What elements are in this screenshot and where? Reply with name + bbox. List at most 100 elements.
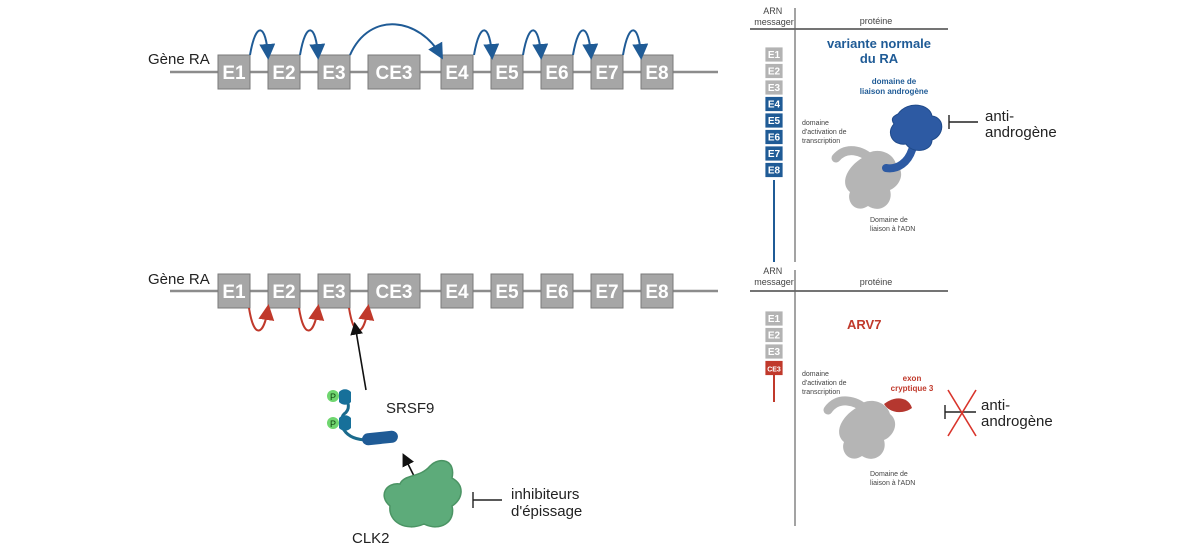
exon-label: E3 [322, 282, 345, 303]
exon-label: E6 [545, 282, 568, 303]
mrna-exon-label: E2 [768, 331, 781, 342]
top-mrna-exon-e7: E7 [764, 145, 784, 162]
top-exon-ce3: CE3 [367, 54, 421, 90]
exon-box [490, 54, 524, 90]
exon-label: E1 [222, 282, 246, 303]
srsf9-clk2-pathway: P P SRSF9 CLK2 inhibiteurs d'épissage [327, 321, 582, 547]
bottom-exon-e4: E4 [440, 273, 474, 309]
mrna-exon-label: E3 [768, 347, 781, 358]
top-mrna-exon-e8: E8 [764, 162, 784, 178]
top-mrna-exon-e2: E2 [764, 63, 784, 79]
top-exon-e4: E4 [440, 54, 474, 90]
exon-label: E7 [595, 63, 618, 84]
phospho-group: P [327, 417, 339, 429]
exon-box [440, 54, 474, 90]
cryptic-exon-2: cryptique 3 [891, 384, 934, 393]
bottom-splice-arrow [248, 304, 275, 332]
clk2-protein [383, 459, 462, 528]
mrna-exon-box [764, 310, 784, 327]
phospho-group: P [327, 390, 339, 402]
mrna-exon-label: E5 [768, 116, 781, 127]
top-splice-arrow [622, 29, 649, 60]
bottom-exon-e5: E5 [490, 273, 524, 309]
bottom-exon-e7: E7 [590, 273, 624, 309]
bottom-exon-row: E1 E2 E3 CE3 E4 E5 E6 E7 E8 [217, 273, 674, 309]
protein-header: protéine [860, 277, 893, 287]
top-gene-label: Gène RA [148, 51, 210, 68]
bottom-exon-e8: E8 [640, 273, 674, 309]
mrna-exon-box [764, 129, 784, 145]
protein-header: protéine [860, 16, 893, 26]
top-exon-e1: E1 [217, 54, 251, 90]
srsf9-to-ce3-arrow [350, 321, 367, 391]
variant-title-1: variante normale [827, 36, 931, 51]
inhibitor-label-2: d'épissage [511, 503, 582, 520]
mrna-exon-box [764, 63, 784, 79]
exon-label: E6 [545, 63, 568, 84]
exon-label: E5 [495, 63, 519, 84]
exon-label: CE3 [376, 282, 413, 303]
mrna-exon-label: E8 [768, 166, 781, 177]
exon-box [540, 273, 574, 309]
bottom-mrna-exon-e2: E2 [764, 327, 784, 343]
exon-box [367, 54, 421, 90]
anti-androgen-1: anti- [985, 108, 1014, 125]
top-exon-e7: E7 [590, 54, 624, 90]
top-splice-arrow [473, 29, 500, 60]
arv7-protein [823, 396, 912, 459]
exon-box [640, 54, 674, 90]
top-exon-e6: E6 [540, 54, 574, 90]
dna-domain-2: liaison à l'ADN [870, 226, 915, 233]
mrna-exon-label: E3 [768, 83, 781, 94]
activation-1: domaine [802, 120, 829, 127]
bottom-exon-e6: E6 [540, 273, 574, 309]
bottom-gene-label: Gène RA [148, 271, 210, 288]
bottom-splice-arrow-ce3 [348, 304, 375, 332]
activation-3: transcription [802, 389, 840, 396]
exon-box [640, 273, 674, 309]
exon-label: E7 [595, 282, 618, 303]
srsf9-protein [339, 389, 398, 446]
anti-androgen-2: androgène [985, 124, 1057, 141]
top-splice-arrow [572, 29, 599, 60]
exon-box [267, 54, 301, 90]
svg-text:P: P [330, 392, 336, 402]
clk2-label: CLK2 [352, 530, 390, 547]
bottom-mrna-exon-ce3: CE3 [764, 360, 784, 376]
activation-3: transcription [802, 138, 840, 145]
exon-label: E4 [445, 63, 469, 84]
top-mrna-exon-e1: E1 [764, 46, 784, 63]
blocked-cross-line [947, 389, 977, 437]
exon-box [317, 273, 351, 309]
exon-label: CE3 [376, 63, 413, 84]
mrna-exon-label: E4 [768, 100, 781, 111]
exon-box [440, 273, 474, 309]
exon-box [367, 273, 421, 309]
top-splice-arrow [522, 29, 549, 60]
exon-label: E3 [322, 63, 345, 84]
mrna-header-2: ARN messager [754, 266, 794, 287]
top-exon-e5: E5 [490, 54, 524, 90]
mrna-exon-label: E1 [768, 50, 781, 61]
dna-domain-1: Domaine de [870, 217, 908, 224]
cryptic-exon-1: exon [903, 374, 922, 383]
top-mrna-exon-e3: E3 [764, 79, 784, 96]
mrna-exon-label: E7 [768, 149, 781, 160]
exon-box [217, 273, 251, 309]
exon-label: E2 [272, 282, 295, 303]
top-exon-e3: E3 [317, 54, 351, 90]
exon-box [590, 54, 624, 90]
exon-box [490, 273, 524, 309]
srsf9-label: SRSF9 [386, 400, 434, 417]
exon-box [317, 54, 351, 90]
bottom-exon-e3: E3 [317, 273, 351, 309]
mrna-exon-box [764, 162, 784, 178]
exon-label: E8 [645, 282, 668, 303]
mrna-exon-label: E2 [768, 67, 781, 78]
bottom-exon-ce3: CE3 [367, 273, 421, 309]
